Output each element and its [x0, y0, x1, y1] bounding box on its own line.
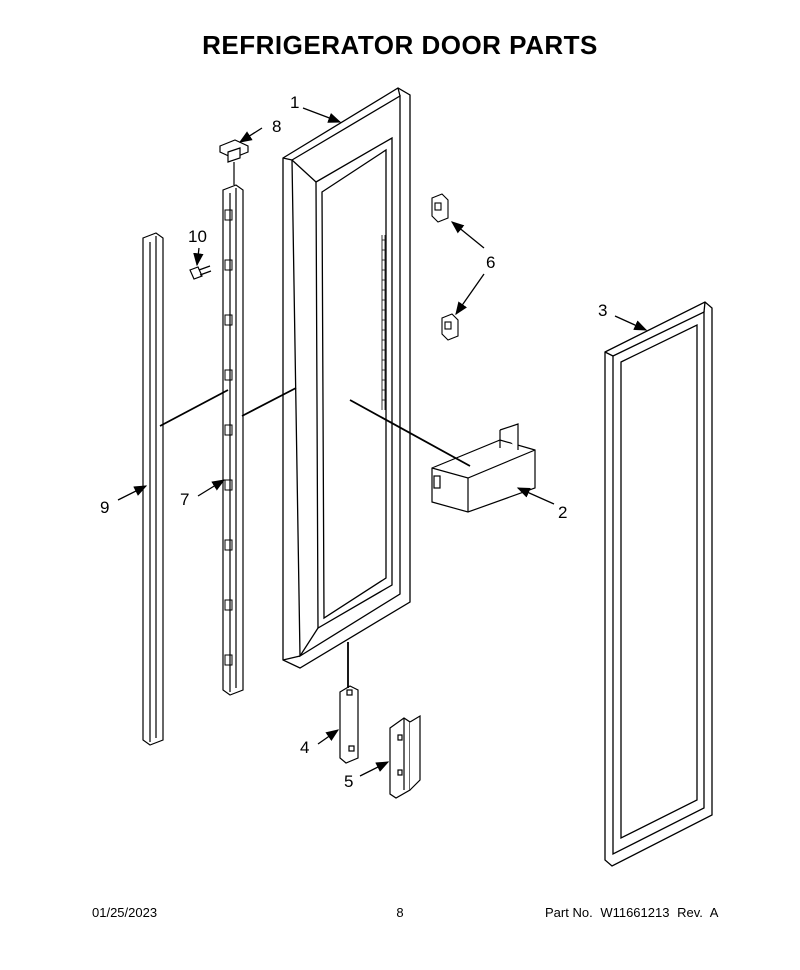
callout-3: 3 — [598, 301, 607, 320]
rev-value: A — [709, 905, 719, 920]
screw — [189, 265, 212, 280]
callout-5: 5 — [344, 772, 353, 791]
top-cap — [219, 139, 249, 185]
bottom-bracket — [339, 685, 359, 764]
footer-date: 01/25/2023 — [92, 905, 158, 920]
hinge-lower — [441, 313, 459, 341]
page-title: REFRIGERATOR DOOR PARTS — [202, 30, 598, 60]
part-number: W11661213 — [600, 905, 670, 920]
leader-lines — [159, 387, 471, 688]
callout-9: 9 — [100, 498, 109, 517]
rev-label: Rev. — [677, 905, 703, 920]
footer-part-info: Part No. W11661213 Rev. A — [545, 905, 722, 920]
callout-1: 1 — [290, 93, 299, 112]
footer-page-number: 8 — [396, 905, 404, 920]
gasket-strip — [142, 232, 164, 746]
part-label: Part No. — [545, 905, 593, 920]
door-frame — [282, 87, 411, 669]
hinge-upper — [431, 193, 449, 223]
callout-10: 10 — [188, 227, 207, 246]
callout-arrows — [117, 107, 648, 777]
door-bin — [431, 423, 536, 513]
door-panel — [604, 301, 713, 867]
callout-6: 6 — [486, 253, 495, 272]
callout-2: 2 — [558, 503, 567, 522]
callout-7: 7 — [180, 490, 189, 509]
callout-8: 8 — [272, 117, 281, 136]
hinge-rail — [222, 184, 244, 696]
callout-4: 4 — [300, 738, 309, 757]
channel-bracket — [389, 714, 421, 799]
